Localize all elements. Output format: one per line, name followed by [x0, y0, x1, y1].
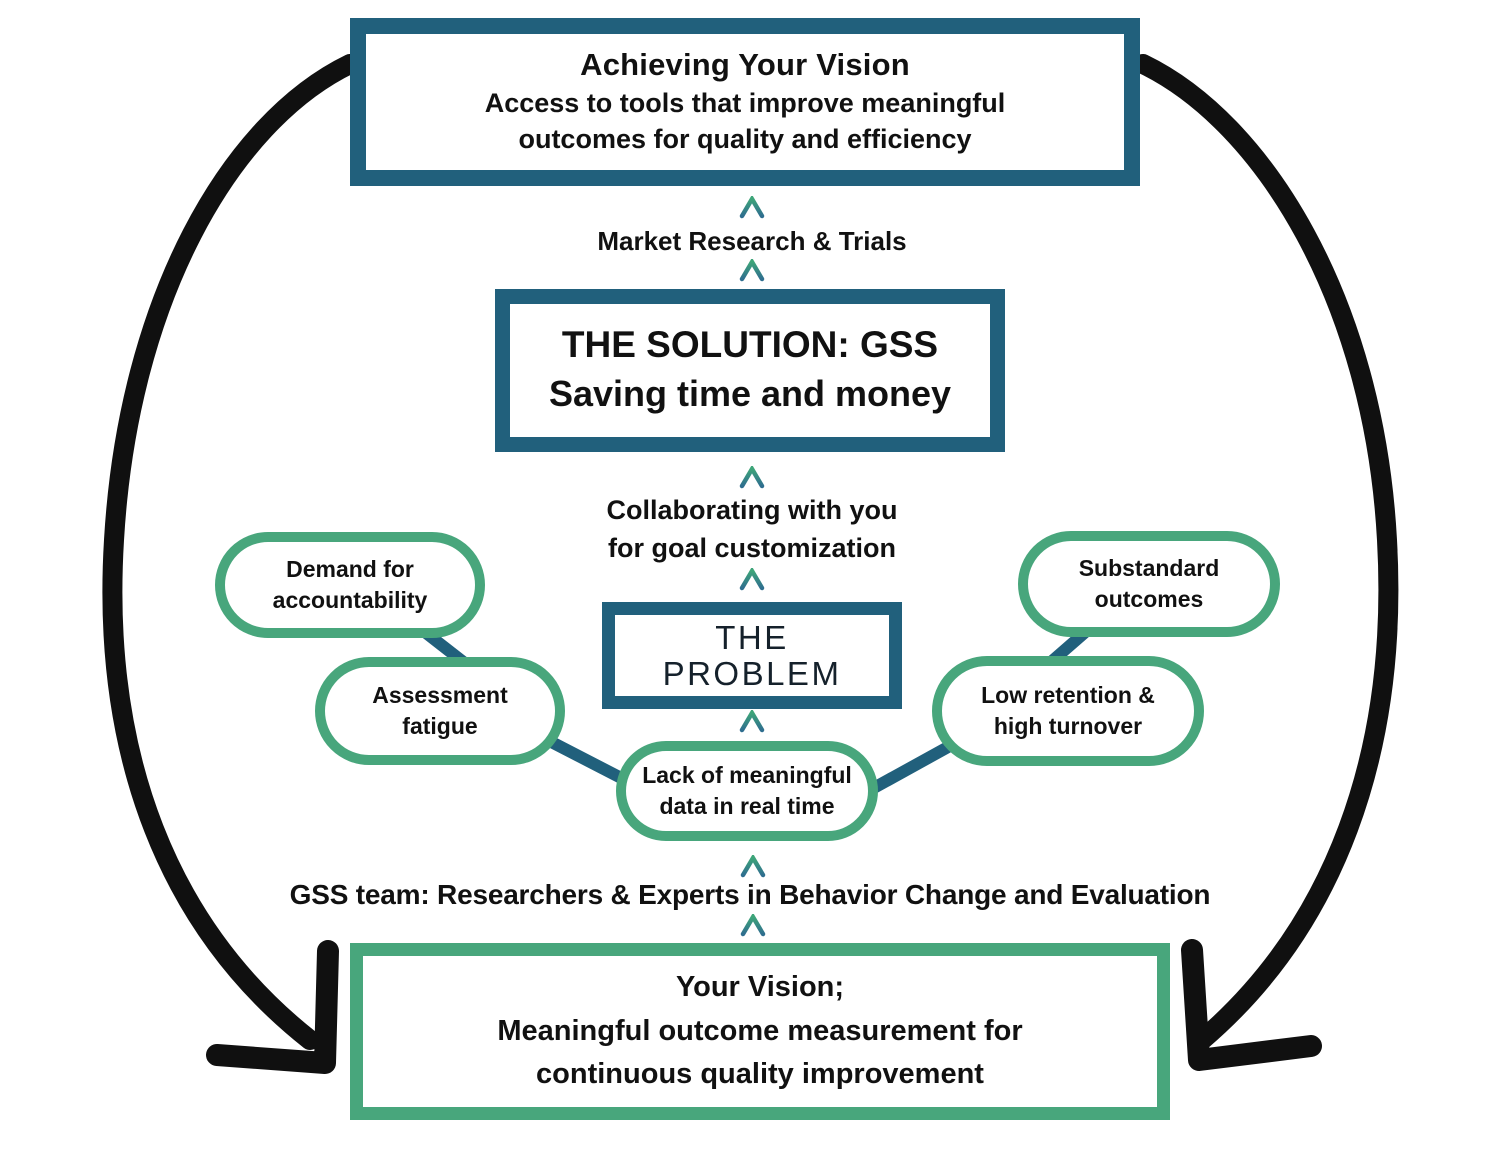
your-vision-line3: continuous quality improvement	[536, 1058, 984, 1091]
up-chevron-icon	[740, 855, 766, 878]
collaborating-line1: Collaborating with you	[606, 495, 898, 525]
up-chevron-icon	[739, 466, 765, 489]
gss-team-label: GSS team: Researchers & Experts in Behav…	[289, 879, 1211, 910]
right-cycle-arrow-shaft	[1133, 54, 1399, 1050]
bubble-text: Assessment	[372, 681, 508, 708]
left-cycle-arrowhead	[206, 940, 339, 1074]
market-research-label: Market Research & Trials	[597, 226, 907, 256]
problem-title-line1: THE	[715, 618, 789, 656]
bubble-lack-of-data: Lack of meaningful data in real time	[616, 741, 878, 841]
problem-box: THE PROBLEM	[602, 602, 902, 709]
up-chevron-icon	[740, 914, 766, 937]
bubble-demand-accountability: Demand for accountability	[215, 532, 485, 638]
bubble-text: Lack of meaningful	[642, 761, 852, 788]
bubble-assessment-fatigue: Assessment fatigue	[315, 657, 565, 765]
bubble-text: Low retention &	[981, 681, 1155, 708]
achieving-vision-subtitle-line1: Access to tools that improve meaningful	[484, 87, 1006, 118]
your-vision-box: Your Vision; Meaningful outcome measurem…	[350, 943, 1170, 1120]
bubble-text: Demand for	[286, 555, 414, 582]
bubble-substandard-outcomes: Substandard outcomes	[1018, 531, 1280, 637]
solution-subtitle: Saving time and money	[548, 373, 952, 415]
your-vision-line1: Your Vision;	[675, 971, 845, 1004]
bubble-text: fatigue	[402, 713, 478, 739]
up-chevron-icon	[739, 710, 765, 733]
up-chevron-icon	[739, 568, 765, 591]
right-cycle-arrowhead	[1181, 939, 1322, 1071]
problem-title-line2: PROBLEM	[662, 654, 842, 692]
bubble-text: accountability	[272, 587, 428, 613]
bubble-low-retention: Low retention & high turnover	[932, 656, 1204, 766]
left-cycle-arrow-shaft	[102, 54, 360, 1050]
solution-box: THE SOLUTION: GSS Saving time and money	[495, 289, 1005, 452]
solution-title: THE SOLUTION: GSS	[561, 324, 939, 366]
bubble-text: high turnover	[993, 713, 1143, 739]
bubble-text: data in real time	[659, 793, 835, 819]
achieving-vision-box: Achieving Your Vision Access to tools th…	[350, 18, 1140, 186]
your-vision-line2: Meaningful outcome measurement for	[497, 1014, 1023, 1047]
bubble-text: outcomes	[1094, 586, 1204, 612]
achieving-vision-title: Achieving Your Vision	[580, 47, 910, 83]
collaborating-line2: for goal customization	[607, 532, 896, 563]
achieving-vision-subtitle-line2: outcomes for quality and efficiency	[518, 124, 972, 155]
collaborating-label: Collaborating with you for goal customiz…	[450, 492, 1054, 568]
bubble-text: Substandard	[1078, 554, 1220, 581]
up-chevron-icon	[739, 196, 765, 219]
up-chevron-icon	[739, 259, 765, 282]
